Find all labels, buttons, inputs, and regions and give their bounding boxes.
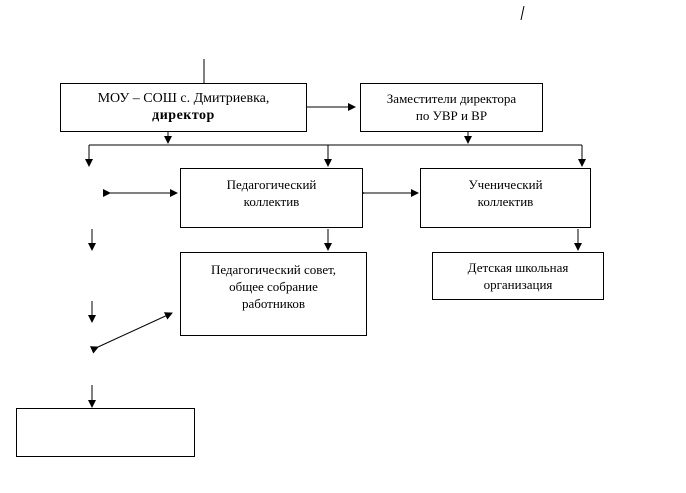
ped-collective-box: Педагогический коллектив bbox=[180, 168, 363, 228]
arrow-diagonal bbox=[89, 312, 173, 354]
children-org-box-line1: Детская школьная bbox=[467, 260, 569, 275]
ped-collective-box-line2: коллектив bbox=[243, 194, 300, 209]
deputies-box: Заместители директора по УВР и ВР bbox=[360, 83, 543, 132]
ped-council-box: Педагогический совет, общее собрание раб… bbox=[180, 252, 367, 336]
ped-collective-box-line1: Педагогический bbox=[226, 177, 317, 192]
ped-council-box-line3: работников bbox=[241, 296, 306, 311]
children-org-box: Детская школьная организация bbox=[432, 252, 604, 300]
student-collective-box: Ученический коллектив bbox=[420, 168, 591, 228]
deputies-box-line1: Заместители директора bbox=[386, 91, 517, 106]
ped-council-box-line1: Педагогический совет, bbox=[210, 262, 337, 277]
children-org-box-line2: организация bbox=[483, 277, 553, 292]
director-box-line1: МОУ – СОШ с. Дмитриевка, bbox=[97, 91, 270, 106]
deputies-box-line2: по УВР и ВР bbox=[415, 108, 488, 123]
student-collective-box-line1: Ученический bbox=[468, 177, 543, 192]
student-collective-box-line2: коллектив bbox=[477, 194, 534, 209]
director-box: МОУ – СОШ с. Дмитриевка, директор bbox=[60, 83, 307, 132]
director-box-line2: директор bbox=[152, 108, 215, 123]
ped-council-box-line2: общее собрание bbox=[229, 279, 318, 294]
stray-mark bbox=[520, 5, 525, 21]
empty-box bbox=[16, 408, 195, 457]
